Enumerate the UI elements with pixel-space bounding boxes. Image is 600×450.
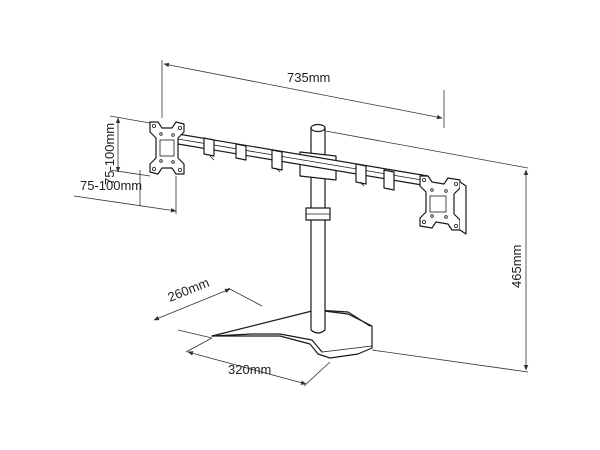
vesa-vertical-label: 75-100mm [102,123,117,185]
base-width-dimension: 320mm [185,337,331,387]
vesa-horizontal-label: 75-100mm [80,178,142,193]
vesa-vertical-dimension: 75-100mm [102,115,151,185]
height-dimension: 465mm [319,129,529,373]
vesa-horizontal-dimension: 75-100mm [73,170,177,214]
stand-base [211,309,373,359]
left-vesa-plate [149,121,185,175]
width-dimension: 735mm [161,60,445,128]
base-depth-label: 260mm [166,275,212,305]
height-label: 465mm [509,245,524,288]
width-label: 735mm [287,70,330,85]
base-width-label: 320mm [228,362,271,377]
cross-arm [177,133,429,191]
right-vesa-plate [419,175,467,235]
